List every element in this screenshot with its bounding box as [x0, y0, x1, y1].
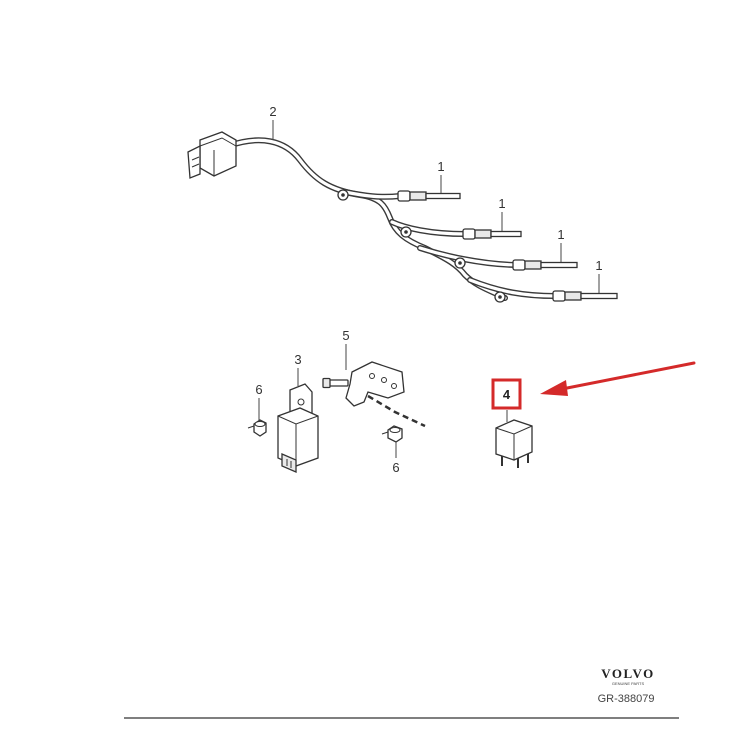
- harness-clip-2: [400, 226, 412, 238]
- callout-control-unit: 3: [294, 352, 301, 367]
- reference-code: GR-388079: [598, 693, 655, 705]
- callout-plug-1a: 1: [437, 159, 444, 174]
- glow-plug-1b: [462, 228, 522, 240]
- callout-plug-1d: 1: [595, 258, 602, 273]
- callout-plug-1c: 1: [557, 227, 564, 242]
- volvo-logo: VOLVO GENUINE PARTS: [601, 666, 654, 686]
- glow-control-unit: [277, 383, 319, 473]
- glow-plug-1a: [397, 190, 461, 202]
- harness-clip-1: [337, 189, 349, 201]
- highlight-arrow: [540, 361, 696, 396]
- callout-nut-left: 6: [255, 382, 262, 397]
- glow-plug-1c: [512, 259, 578, 271]
- harness-connector: [187, 131, 237, 179]
- harness-clip-4: [494, 291, 506, 303]
- wiring-harness: [187, 131, 558, 303]
- nut-left: [247, 419, 267, 437]
- glow-plug-1d: [552, 290, 618, 302]
- callout-harness: 2: [269, 104, 276, 119]
- callout-relay: 4: [503, 387, 511, 402]
- nut-right: [381, 425, 403, 443]
- callout-bracket: 5: [342, 328, 349, 343]
- glow-relay: [495, 419, 533, 468]
- mounting-bracket: [322, 361, 426, 428]
- callout-nut-right: 6: [392, 460, 399, 475]
- logo-text: VOLVO: [601, 666, 654, 681]
- harness-clip-3: [454, 257, 466, 269]
- highlight-box: [491, 378, 522, 410]
- logo-subtext: GENUINE PARTS: [612, 681, 645, 686]
- callout-plug-1b: 1: [498, 196, 505, 211]
